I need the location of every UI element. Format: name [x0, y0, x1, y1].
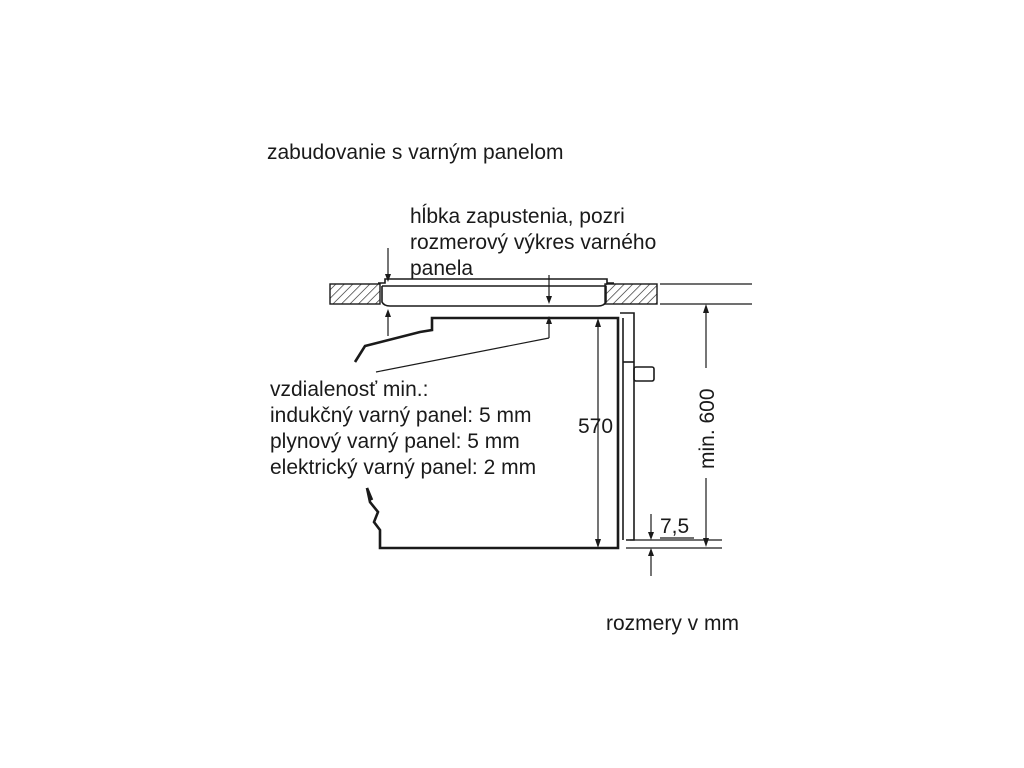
- units-note: rozmery v mm: [606, 612, 739, 635]
- worktop-right: [604, 283, 658, 305]
- depth-arrows-left: [385, 248, 391, 336]
- distance-leader: [375, 337, 550, 373]
- distance-note-line-4: elektrický varný panel: 2 mm: [270, 456, 537, 479]
- oven-door: [620, 312, 655, 541]
- oven-knob: [633, 366, 655, 382]
- distance-note-line-1: vzdialenosť min.:: [270, 378, 429, 401]
- distance-note-line-2: indukčný varný panel: 5 mm: [270, 404, 532, 427]
- diagram-title: zabudovanie s varným panelom: [267, 141, 564, 164]
- dimension-7-5: [648, 514, 694, 576]
- depth-note-line-2: rozmerový výkres varného: [410, 231, 657, 254]
- hob: [378, 278, 614, 307]
- depth-note-line-3: panela: [410, 257, 474, 280]
- niche-height-label: min. 600: [696, 388, 719, 469]
- oven-height-label: 570: [578, 415, 613, 438]
- depth-arrows-middle: [546, 275, 552, 338]
- worktop-left: [329, 283, 381, 305]
- bottom-offset-label: 7,5: [660, 515, 689, 538]
- dimension-570: [595, 318, 601, 548]
- distance-note-line-3: plynový varný panel: 5 mm: [270, 430, 520, 453]
- depth-note-line-1: hĺbka zapustenia, pozri: [410, 205, 625, 228]
- oven-body: [353, 316, 620, 550]
